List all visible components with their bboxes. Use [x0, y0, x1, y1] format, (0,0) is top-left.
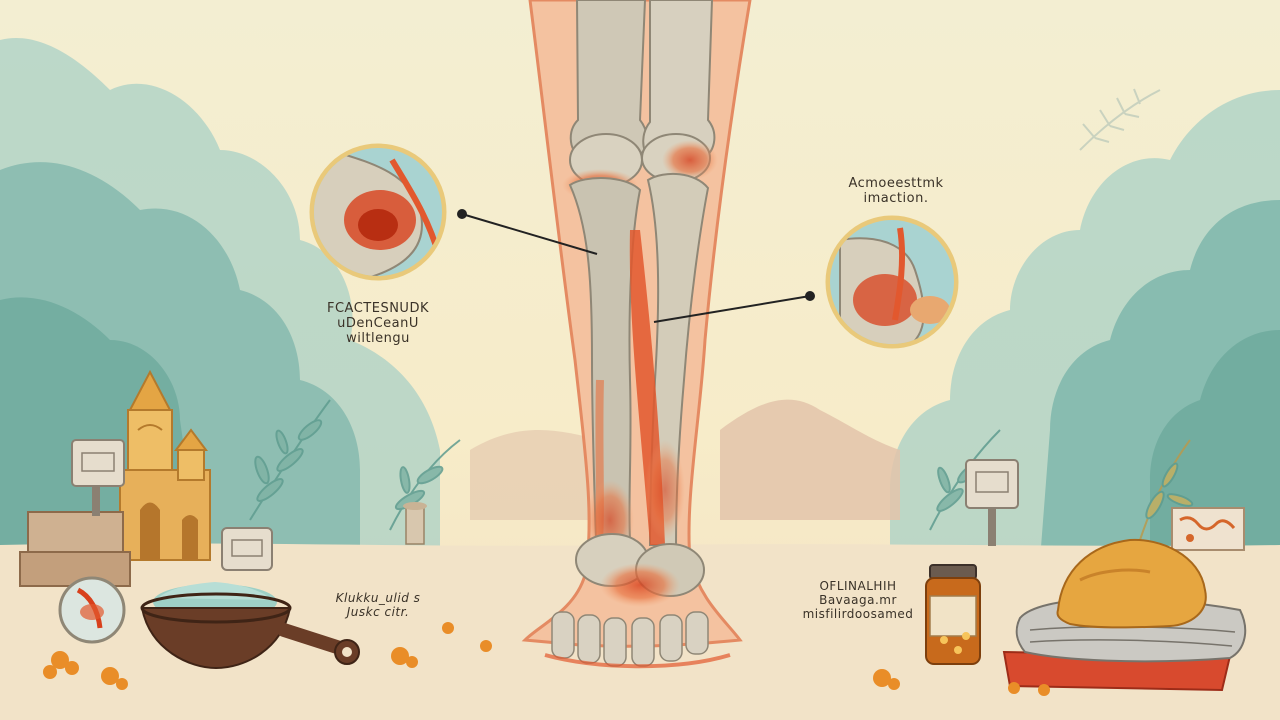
- bottle-caption: OFLINALHIH Bavaaga.mr misfilirdoosamed: [798, 579, 918, 621]
- left-callout-line-3: wiltlengu: [346, 330, 410, 346]
- bowl-caption: Klukku_ulid ꜱ Juskc citr.: [318, 591, 438, 620]
- leg-anatomy: [521, 0, 752, 669]
- bowl-caption-line-1: Klukku_ulid ꜱ: [335, 591, 421, 605]
- framed-picture-icon: [1171, 507, 1245, 551]
- hill-left: [470, 430, 600, 520]
- bottle-caption-line-1: OFLINALHIH: [819, 579, 897, 593]
- bread-loaf-icon: [1056, 538, 1207, 629]
- temple-icon: [119, 369, 211, 561]
- right-callout-label: Acmoeesttmk imaction.: [826, 176, 966, 207]
- herbal-bowl-icon: [140, 582, 360, 670]
- bowl-caption-line-2: Juskc citr.: [346, 604, 410, 619]
- left-callout-label: FCACTESNUDK uDenCeanU wiltlengu: [318, 301, 438, 347]
- stone-blocks: [19, 511, 131, 587]
- inset-knee-closeup: [309, 143, 447, 281]
- right-callout-line-2: imaction.: [863, 190, 929, 206]
- bottle-caption-line-2: Bavaaga.mr: [819, 592, 897, 607]
- inset-ankle-closeup: [825, 215, 959, 349]
- foot-closeup-icon: [58, 576, 126, 644]
- small-shrine-icon: [403, 502, 427, 545]
- signpost-icon: [221, 527, 273, 571]
- left-callout-line-1: FCACTESNUDK: [327, 301, 429, 316]
- fern-icon: [1079, 88, 1161, 151]
- hill-right: [720, 399, 900, 520]
- signpost-icon: [71, 439, 125, 516]
- bottle-caption-line-3: misfilirdoosamed: [802, 606, 914, 621]
- signpost-icon: [965, 459, 1019, 546]
- foot-bones: [551, 611, 709, 667]
- left-callout-line-2: uDenCeanU: [337, 315, 419, 331]
- medicine-bottle-icon: [925, 564, 981, 665]
- right-callout-line-1: Acmoeesttmk: [848, 176, 944, 191]
- callout-lines: [457, 209, 815, 323]
- marigold-icon: [43, 622, 1050, 696]
